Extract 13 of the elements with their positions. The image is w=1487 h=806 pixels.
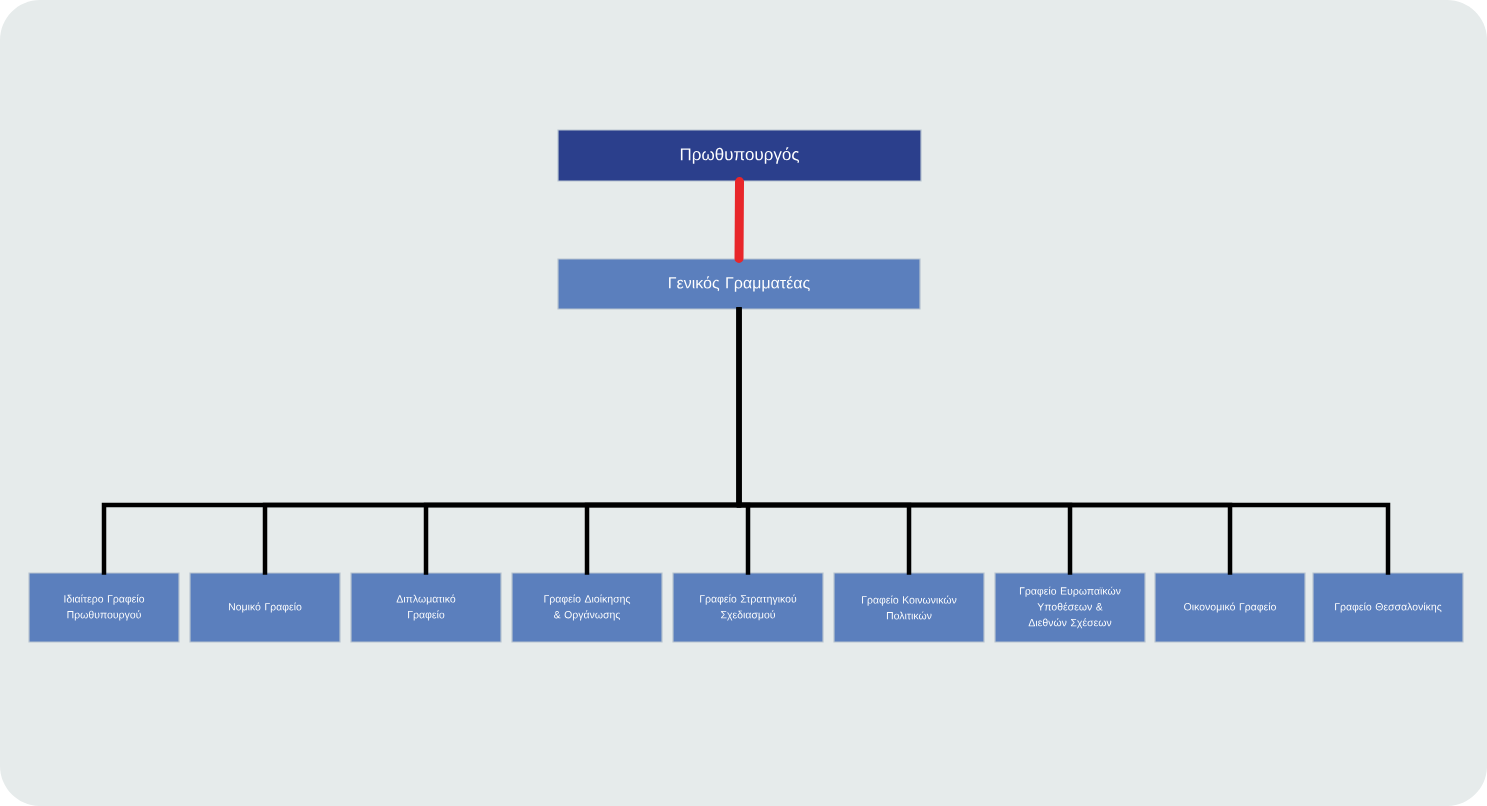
department-box: Διπλωματικό Γραφείο [350, 572, 502, 643]
department-box: Οικονομικό Γραφείο [1154, 572, 1306, 643]
department-box: Γραφείο Κοινωνικών Πολιτικών [833, 572, 985, 643]
title-box: Γενικός Γραμματέας [557, 258, 921, 310]
connector-line [736, 307, 1391, 575]
department-box: Γραφείο Θεσσαλονίκης [1312, 572, 1464, 643]
department-box: Γραφείο Ευρωπαϊκών Υποθέσεων & Διεθνών Σχέσεων [994, 572, 1146, 643]
department-box: Ιδιαίτερο Γραφείο Πρωθυπουργού [28, 572, 180, 643]
department-box: Γραφείο Διοίκησης & Οργάνωσης [511, 572, 663, 643]
department-box: Νομικό Γραφείο [189, 572, 341, 643]
connector-line [734, 177, 744, 263]
department-box: Γραφείο Στρατηγικού Σχεδιασμού [672, 572, 824, 643]
head-box: Πρωθυπουργός [557, 129, 922, 182]
